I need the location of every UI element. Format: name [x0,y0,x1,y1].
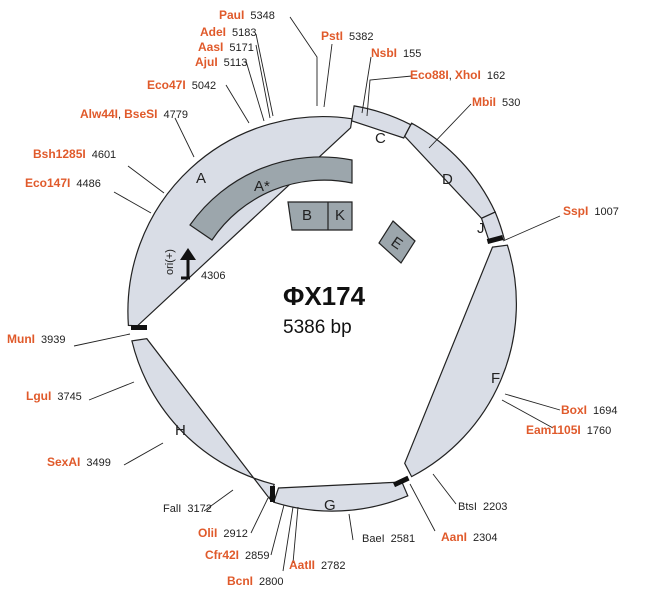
leader-aanI [409,483,436,532]
gene-label-h: H [175,422,186,439]
leader-bsh1285I [127,165,165,194]
leader-munI [73,333,131,347]
origin-position: 4306 [201,270,225,282]
leader-nsbI [361,56,372,114]
gene-label-f: F [491,370,500,387]
gene-labels: A C D J F G H [175,130,500,514]
plasmid-size: 5386 bp [283,317,352,338]
junction-mark-a-h [131,325,147,330]
leader-eam1105I [501,399,554,429]
junction-mark-f-g [392,475,410,488]
leader-lines [73,16,561,572]
leader-btsI [432,473,457,505]
leader-cfr42I [270,504,285,556]
leader-adeI [255,33,274,117]
origin-arrow-head-icon [180,248,196,260]
leader-eco47I [225,84,250,124]
inner-gene-label-k: K [335,207,345,224]
leader-falI [203,489,234,512]
leader-bcnI [282,506,294,572]
inner-gene-a-star [189,156,353,241]
gene-ring [127,105,517,512]
leader-mbiI [428,103,472,149]
origin-marker: ori(+) 4306 [164,248,225,282]
gene-label-a: A [196,170,206,187]
leader-pstI [323,43,333,108]
leader-aasI [255,44,271,119]
plasmid-title: ΦX174 [283,281,366,311]
leader-boxI [504,393,561,411]
inner-genes: A* B K E [189,156,416,264]
gene-label-c: C [375,130,386,147]
junction-mark-h [270,486,275,502]
gene-label-j: J [477,220,485,237]
gene-segment-g [272,481,409,512]
gene-label-d: D [442,171,453,188]
gene-segment-f [404,244,517,478]
gene-label-g: G [324,497,336,514]
inner-gene-e [378,220,416,264]
leader-lguI [88,381,135,401]
origin-label: ori(+) [164,249,176,275]
junction-mark-j-f [486,234,504,244]
leader-aatII [292,506,299,564]
leader-sspI [502,215,561,242]
leader-baeI [348,513,354,541]
leader-alw44I [174,117,195,158]
inner-gene-label-b: B [302,207,312,224]
leader-pauI [289,16,318,106]
leader-oliI [250,497,269,534]
leader-eco88I [366,75,413,117]
inner-gene-label-a-star: A* [254,178,270,195]
inner-gene-b-k [287,201,353,231]
leader-ajuI [245,60,265,122]
leader-eco147I [113,191,152,214]
gene-segment-h [131,338,275,500]
leader-sexAI [123,442,164,466]
junction-marks [131,234,504,502]
